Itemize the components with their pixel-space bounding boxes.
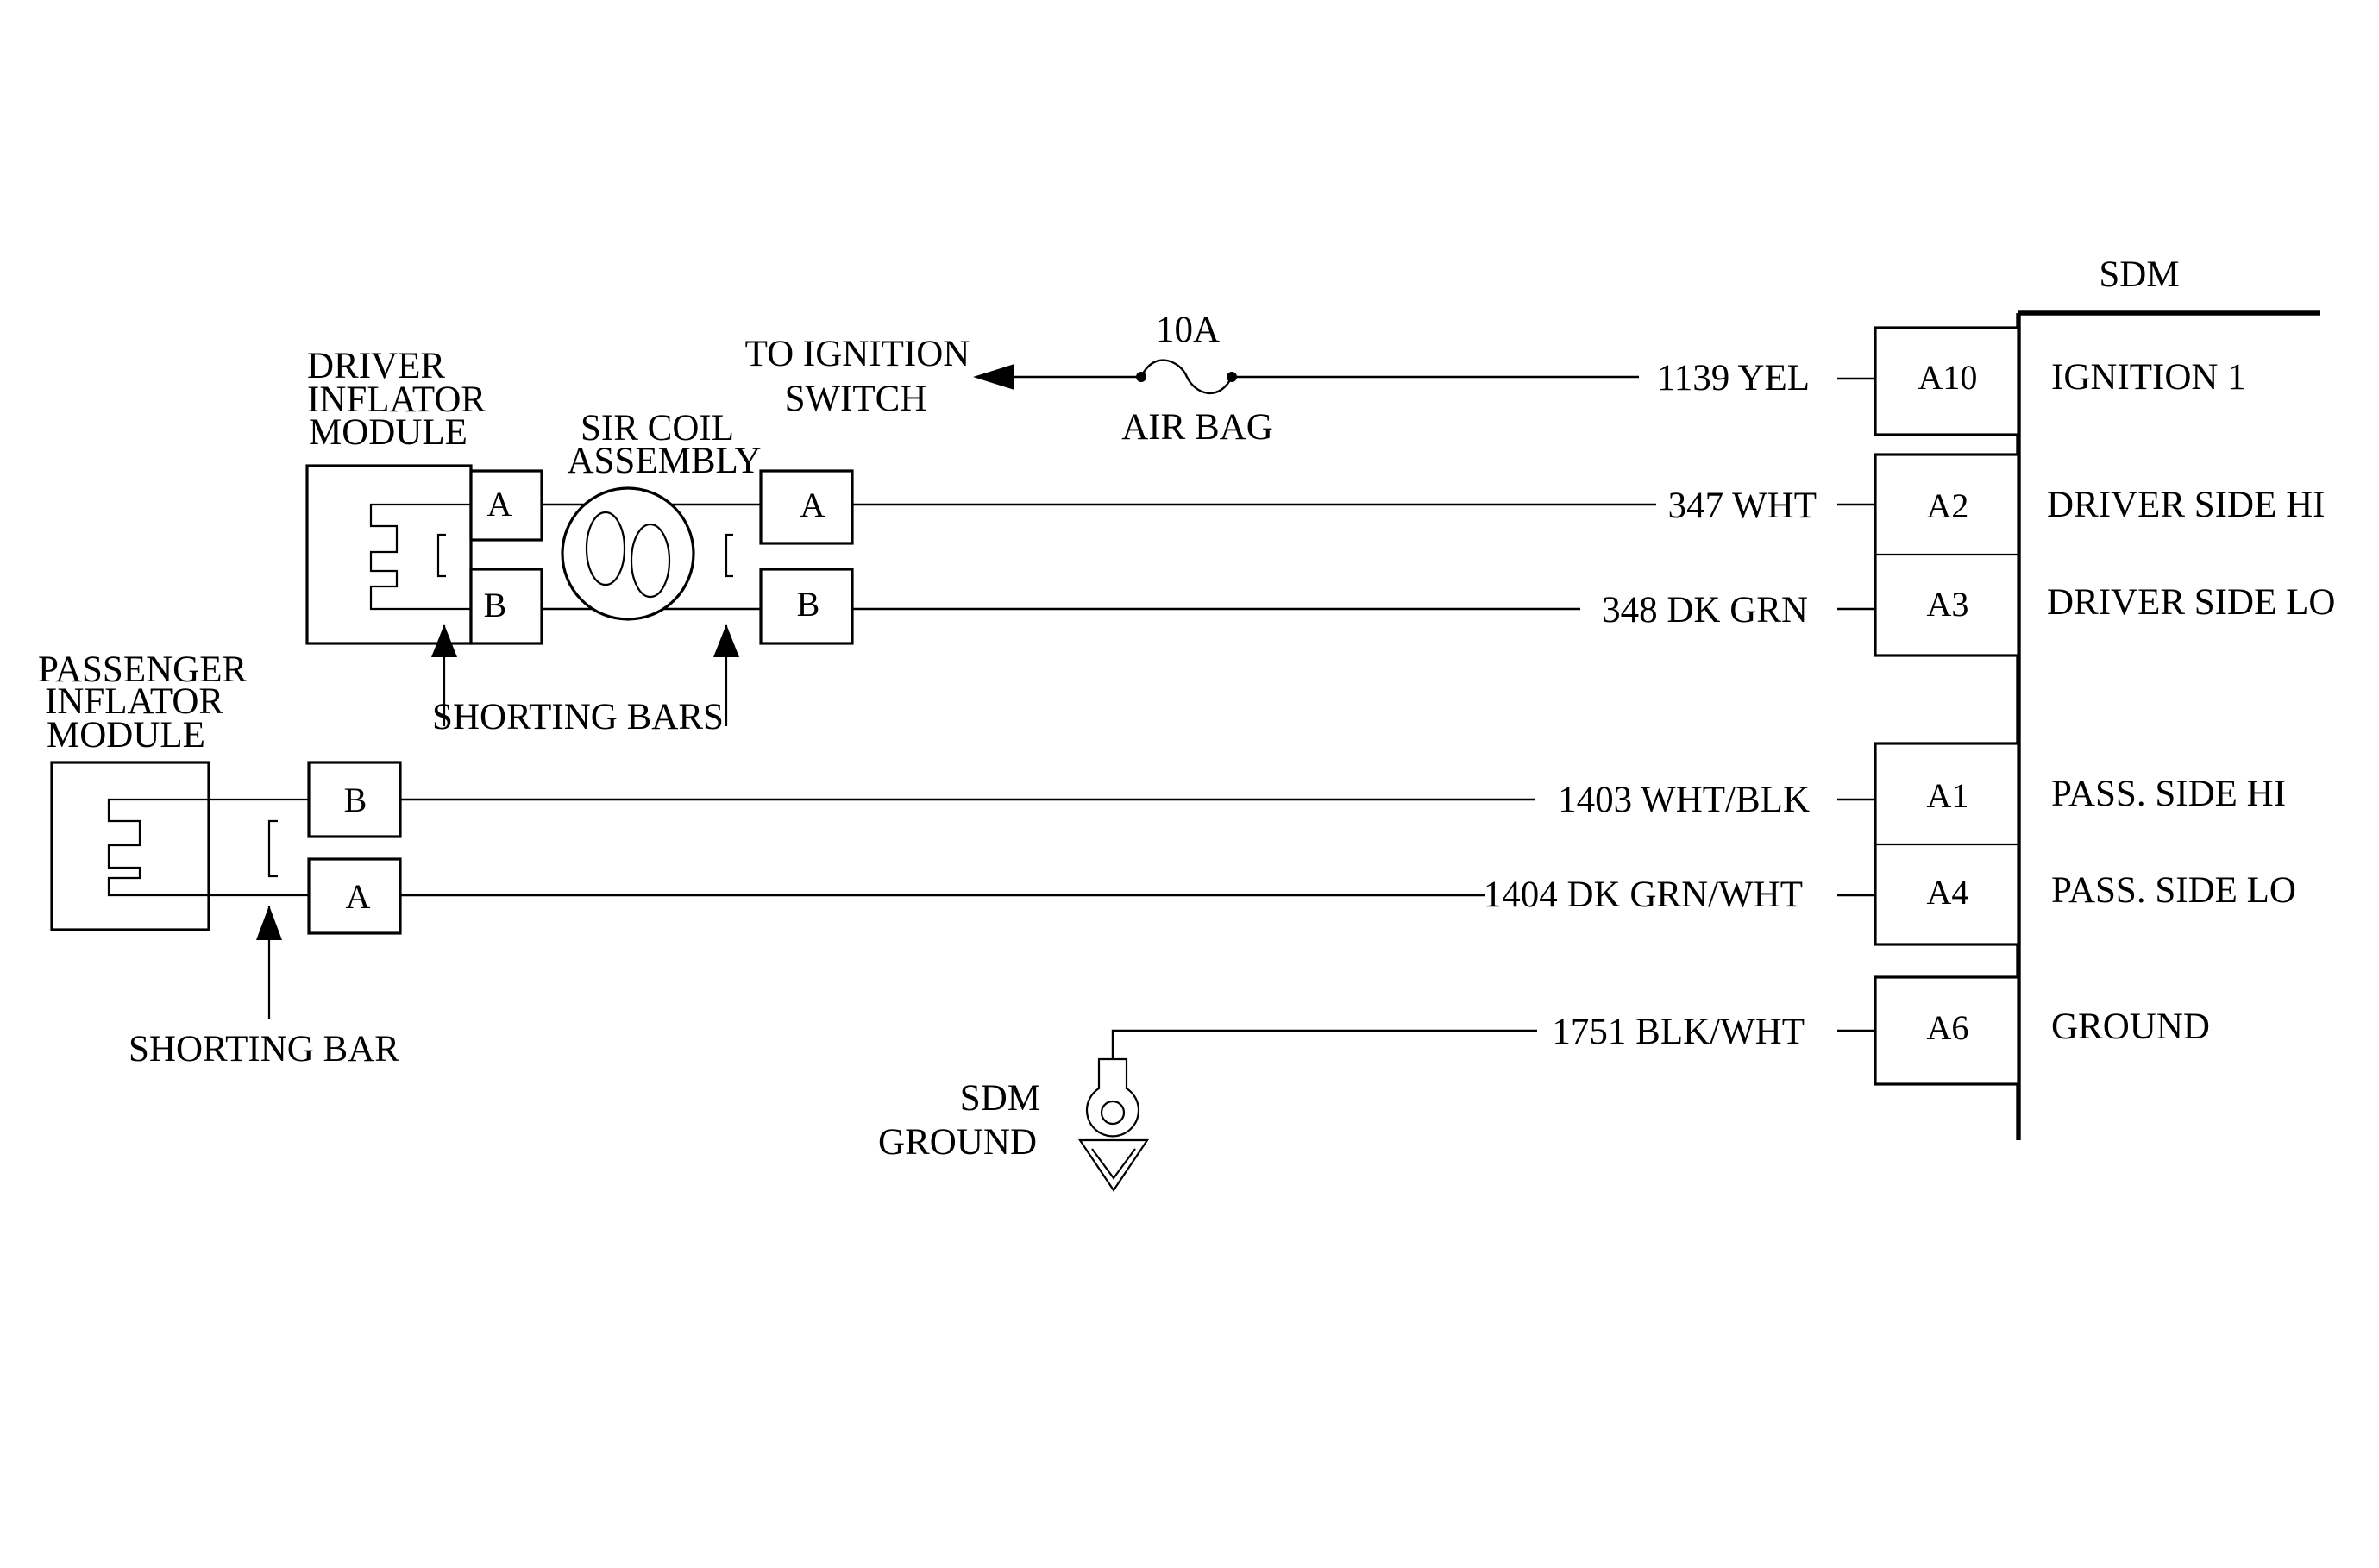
driver-connector-pin-b bbox=[469, 568, 543, 645]
sdm-ground-label: SDM bbox=[960, 1078, 1040, 1119]
driver-squib-icon bbox=[369, 503, 471, 611]
shorting-bars-callout: SHORTING BARS bbox=[431, 624, 739, 737]
wire-label-1751: 1751 BLK/WHT bbox=[1552, 1012, 1805, 1052]
wire-labels: 1139 YEL 347 WHT 348 DK GRN 1403 WHT/BLK… bbox=[1484, 358, 1817, 1052]
sdm-function-label: PASS. SIDE LO bbox=[2051, 870, 2296, 911]
ignition-label-line2: SWITCH bbox=[785, 379, 927, 419]
sir-coil-label: ASSEMBLY bbox=[567, 441, 761, 481]
passenger-module-label: PASSENGER bbox=[38, 649, 247, 690]
sdm-pin-label: A3 bbox=[1927, 585, 1969, 624]
passenger-module-label: MODULE bbox=[47, 715, 205, 756]
sir-coil-pin-a-label: A bbox=[800, 486, 825, 524]
passenger-squib-icon bbox=[107, 798, 309, 897]
passenger-pin-a-label: A bbox=[346, 877, 371, 916]
sdm-pin-label: A4 bbox=[1927, 873, 1969, 912]
sir-coil-assembly: SIR COIL ASSEMBLY A B bbox=[542, 408, 854, 645]
sdm-pin-label: A1 bbox=[1927, 776, 1969, 815]
wire-label-1404: 1404 DK GRN/WHT bbox=[1484, 875, 1803, 915]
sir-coil-winding bbox=[630, 523, 671, 599]
wire-label-1403: 1403 WHT/BLK bbox=[1558, 780, 1810, 820]
wire-label-348: 348 DK GRN bbox=[1602, 590, 1808, 630]
driver-module-label: INFLATOR bbox=[307, 379, 486, 420]
sdm-function-label: IGNITION 1 bbox=[2051, 357, 2246, 398]
ground-symbol-inner bbox=[1091, 1148, 1136, 1180]
driver-module-label: MODULE bbox=[309, 412, 468, 453]
fuse-air-bag: 10A AIR BAG bbox=[1121, 310, 1273, 448]
ground-lug-icon bbox=[1085, 1057, 1140, 1138]
driver-pin-b-label: B bbox=[484, 586, 507, 624]
sir-coil-connector-pin-a bbox=[759, 469, 854, 545]
to-ignition-switch: TO IGNITION SWITCH bbox=[745, 334, 1014, 419]
driver-shorting-bar bbox=[436, 533, 446, 578]
sdm-pin-label: A2 bbox=[1927, 486, 1969, 525]
sdm-ground: SDM GROUND bbox=[878, 1057, 1150, 1192]
pointer-arrow-icon bbox=[431, 624, 457, 657]
sdm-function-label: DRIVER SIDE HI bbox=[2047, 485, 2325, 525]
sdm-ground-label: GROUND bbox=[878, 1122, 1037, 1163]
ground-lug-hole bbox=[1100, 1100, 1126, 1126]
sdm-title: SDM bbox=[2099, 254, 2179, 295]
sir-coil-pin-b-label: B bbox=[797, 585, 820, 624]
pointer-arrow-icon bbox=[713, 624, 739, 657]
wire-label-1139: 1139 YEL bbox=[1657, 358, 1810, 398]
sdm-pin-label: A6 bbox=[1927, 1008, 1969, 1047]
fuse-element bbox=[1139, 359, 1233, 394]
sdm-module: SDM A10 A2 A3 A1 A4 A6 IGNITION 1 DRIVER… bbox=[1837, 254, 2335, 1140]
sir-coil-shorting-bar bbox=[725, 533, 733, 578]
passenger-connector-pin-b bbox=[307, 761, 402, 838]
driver-pin-a-label: A bbox=[487, 485, 512, 524]
passenger-pin-b-label: B bbox=[344, 781, 367, 819]
fuse-rating: 10A bbox=[1156, 310, 1220, 350]
passenger-connector-pin-a bbox=[307, 857, 402, 935]
sdm-connector-a10 bbox=[1874, 326, 2020, 436]
shorting-bar-label: SHORTING BAR bbox=[129, 1029, 399, 1069]
sir-coil-label: SIR COIL bbox=[581, 408, 734, 448]
ground-symbol-icon bbox=[1077, 1138, 1150, 1192]
sdm-function-label: GROUND bbox=[2051, 1007, 2210, 1047]
wire-1751-blk-wht bbox=[1111, 1029, 1537, 1059]
sdm-pin-label: A10 bbox=[1918, 358, 1978, 397]
sdm-function-label: DRIVER SIDE LO bbox=[2047, 582, 2335, 623]
driver-module-label: DRIVER bbox=[307, 346, 445, 386]
ignition-arrow-icon bbox=[973, 364, 1014, 390]
wire-label-347: 347 WHT bbox=[1668, 486, 1817, 526]
sir-coil-connector-pin-b bbox=[759, 568, 854, 645]
shorting-bars-label: SHORTING BARS bbox=[432, 697, 724, 737]
passenger-inflator-module: PASSENGER INFLATOR MODULE B A bbox=[38, 649, 402, 935]
driver-module-body bbox=[305, 464, 473, 645]
wires bbox=[400, 375, 1656, 1059]
pointer-arrow-icon bbox=[256, 906, 282, 940]
sir-coil-winding bbox=[585, 511, 626, 586]
driver-connector-pin-a bbox=[469, 469, 543, 542]
passenger-module-label: INFLATOR bbox=[45, 681, 223, 722]
fuse-name: AIR BAG bbox=[1121, 407, 1273, 448]
shorting-bar-callout: SHORTING BAR bbox=[129, 906, 399, 1069]
sdm-function-label: PASS. SIDE HI bbox=[2051, 774, 2286, 814]
sir-coil-icon bbox=[561, 486, 695, 621]
passenger-shorting-bar bbox=[267, 819, 278, 878]
ignition-label-line1: TO IGNITION bbox=[745, 334, 970, 374]
driver-inflator-module: DRIVER INFLATOR MODULE A B bbox=[305, 346, 543, 645]
